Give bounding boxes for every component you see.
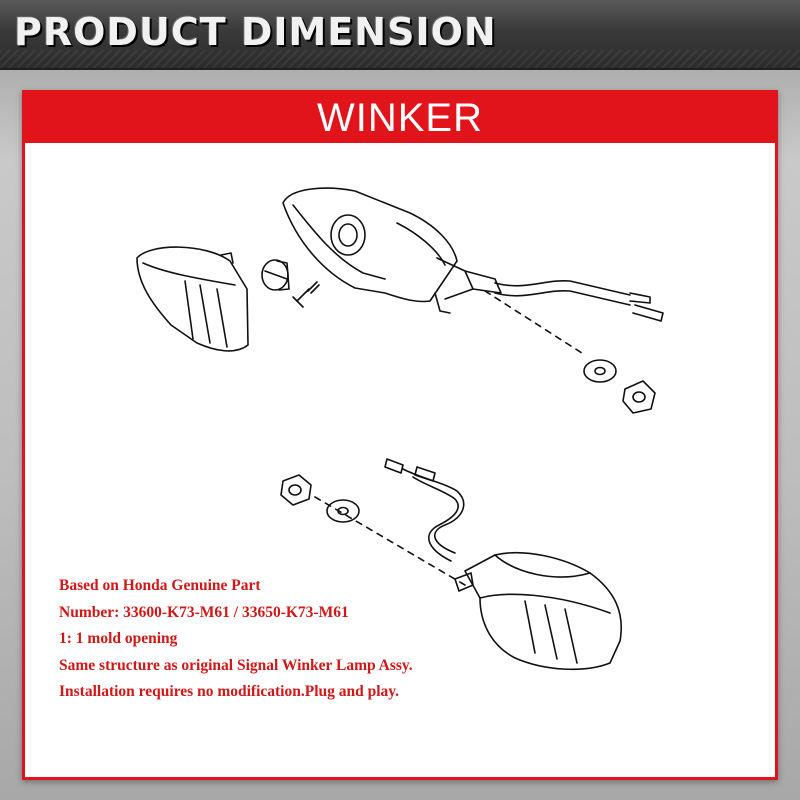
note-line: Installation requires no modification.Pl… [59,683,400,700]
panel-header: WINKER [25,93,775,143]
note-line: Same structure as original Signal Winker… [59,656,413,674]
cable-lower [402,468,465,562]
page-title: PRODUCT DIMENSION [14,10,497,54]
housing-part [282,187,502,303]
washer-upper [583,359,617,383]
header-bar: PRODUCT DIMENSION [0,0,800,70]
nut-lower [280,474,312,506]
nut-upper [622,380,656,414]
exploded-parts-diagram [136,187,664,671]
product-notes: Based on Honda Genuine Part Number: 3360… [59,573,619,706]
note-line: Based on Honda Genuine Part [59,577,261,594]
bulb-part [261,259,290,291]
cable-upper [434,280,664,322]
screw-part [292,281,320,308]
axis-line-lower [314,496,466,586]
lens-part [136,246,249,352]
connectors-lower [384,458,436,482]
note-line: 1: 1 mold opening [59,630,178,647]
lamp-lower [454,551,622,671]
washer-lower [326,499,360,523]
panel-title: WINKER [317,95,483,140]
axis-line [484,290,586,356]
winker-panel: WINKER [22,90,778,780]
note-line: Number: 33600-K73-M61 / 33650-K73-M61 [59,603,349,621]
